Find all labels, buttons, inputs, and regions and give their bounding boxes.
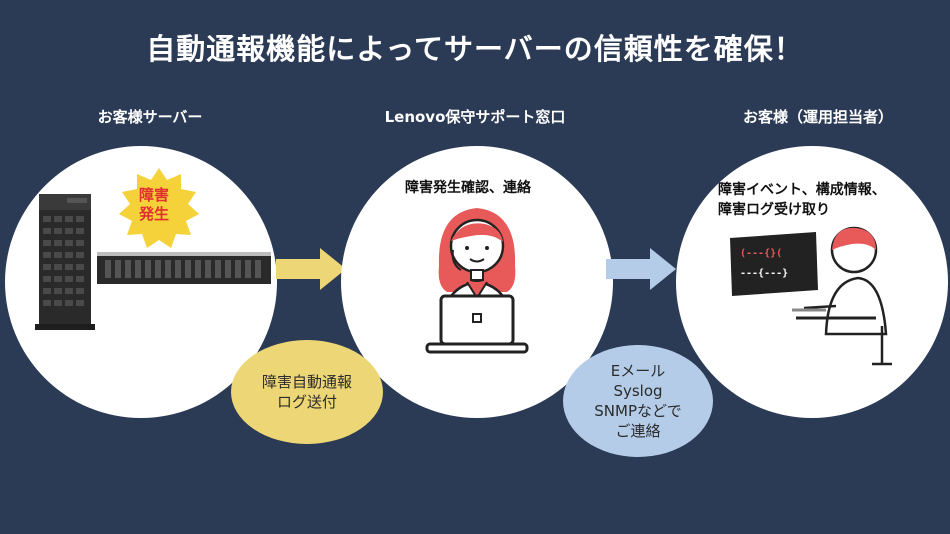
burst-star-icon bbox=[119, 168, 199, 248]
server-circle: 障害 発生 bbox=[5, 146, 277, 418]
operator-woman-icon bbox=[438, 208, 516, 328]
monitor-log-icon: (---{}( ---{---} bbox=[730, 232, 818, 296]
auto-report-line1: 障害自動通報 bbox=[261, 373, 352, 391]
support-circle: 障害発生確認、連絡 bbox=[341, 146, 613, 418]
auto-report-line2: ログ送付 bbox=[276, 393, 337, 411]
operator-illustration bbox=[425, 208, 529, 354]
log-line-1: (---{}( bbox=[740, 248, 782, 259]
arrow-right-yellow-icon bbox=[276, 248, 346, 290]
label-customer-operator: お客様（運用担当者） bbox=[742, 108, 893, 126]
engineer-icon bbox=[792, 226, 892, 366]
received-info-line2: 障害ログ受け取り bbox=[718, 202, 830, 218]
contact-method-line4: ご連絡 bbox=[615, 422, 661, 440]
log-line-2: ---{---} bbox=[740, 268, 788, 279]
operator-circle: 障害イベント、構成情報、 障害ログ受け取り (---{}( ---{---} bbox=[676, 146, 948, 418]
monitor-illustration: (---{}( ---{---} bbox=[730, 226, 892, 366]
support-text: 障害発生確認、連絡 bbox=[405, 180, 531, 196]
page-title: 自動通報機能によってサーバーの信頼性を確保！ bbox=[146, 32, 804, 66]
label-lenovo-support: Lenovo保守サポート窓口 bbox=[384, 108, 566, 126]
label-customer-server: お客様サーバー bbox=[97, 108, 203, 126]
contact-method-line1: Eメール bbox=[610, 362, 666, 380]
contact-method-line3: SNMPなどで bbox=[594, 402, 682, 420]
contact-method-line2: Syslog bbox=[613, 382, 663, 400]
failure-badge-line1: 障害 bbox=[138, 186, 169, 204]
laptop-icon bbox=[425, 294, 529, 354]
tower-server-icon bbox=[35, 194, 95, 330]
received-info-line1: 障害イベント、構成情報、 bbox=[718, 182, 886, 198]
arrow-right-blue-icon bbox=[606, 248, 676, 290]
rack-server-icon bbox=[97, 252, 271, 284]
received-info-text: 障害イベント、構成情報、 障害ログ受け取り bbox=[718, 180, 886, 220]
server-illustration bbox=[35, 168, 271, 330]
auto-report-bubble: 障害自動通報 ログ送付 bbox=[231, 340, 383, 444]
failure-badge: 障害 発生 bbox=[123, 186, 185, 224]
contact-method-bubble: Eメール Syslog SNMPなどで ご連絡 bbox=[563, 345, 713, 457]
failure-badge-line2: 発生 bbox=[138, 205, 169, 223]
